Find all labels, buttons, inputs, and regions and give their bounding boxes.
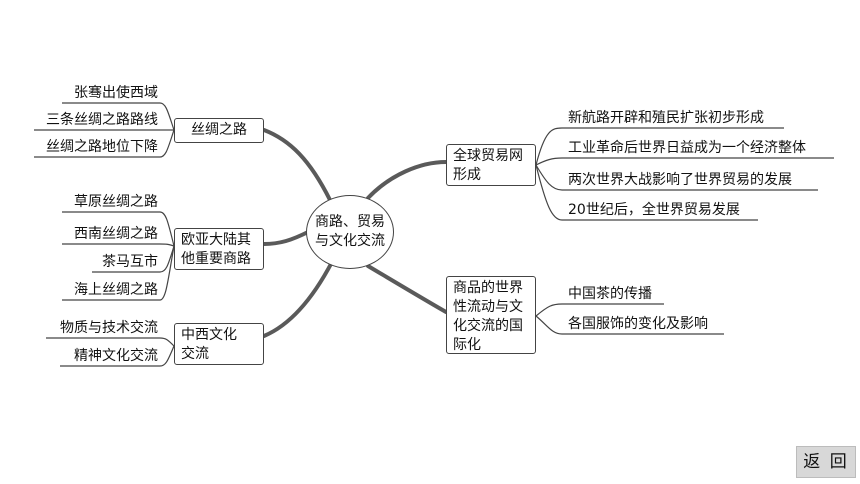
branch-node-cultural-exchange: 中西文化交流 [174,323,264,365]
branch-node-silk-road: 丝绸之路 [174,118,264,143]
leaf-tea-horse-trade: 茶马互市 [102,254,158,270]
branch-label-global-trade: 全球贸易网形成 [453,148,523,183]
branch-curve-other-routes [262,230,310,246]
branch-label-silk-road: 丝绸之路 [191,122,247,138]
leaf-clothing-changes: 各国服饰的变化及影响 [568,316,708,332]
branch-curve-cultural-exchange [262,260,334,338]
connectors-commodity-flow [535,303,724,335]
leaf-maritime-silk-road: 海上丝绸之路 [74,282,158,298]
leaf-steppe-silk-road: 草原丝绸之路 [74,194,158,210]
leaf-industrial-revolution: 工业革命后世界日益成为一个经济整体 [568,140,806,156]
branch-curve-silk-road [262,128,332,202]
leaf-southwest-silk-road: 西南丝绸之路 [74,226,158,242]
branch-curve-global-trade [366,160,448,200]
center-node: 商路、贸易与文化交流 [306,195,394,269]
branch-label-commodity-flow: 商品的世界性流动与文化交流的国际化 [453,280,523,353]
branch-node-global-trade: 全球贸易网形成 [446,144,536,186]
leaf-new-sea-routes: 新航路开辟和殖民扩张初步形成 [568,110,764,126]
leaf-zhang-qian: 张骞出使西域 [74,85,158,101]
branch-curve-commodity-flow [366,264,448,314]
leaf-chinese-tea: 中国茶的传播 [568,286,652,302]
connectors-other-routes [62,211,175,301]
leaf-three-silk-routes: 三条丝绸之路路线 [46,112,158,128]
leaf-silk-road-decline: 丝绸之路地位下降 [46,139,158,155]
leaf-material-tech-exchange: 物质与技术交流 [60,320,158,336]
leaf-spiritual-culture-exchange: 精神文化交流 [74,348,158,364]
branch-label-other-routes: 欧亚大陆其他重要商路 [181,232,251,267]
connectors-silk-road [34,102,175,158]
leaf-20th-century-trade: 20世纪后，全世界贸易发展 [568,202,740,218]
center-node-label: 商路、贸易与文化交流 [315,214,385,249]
connectors-cultural-exchange [46,337,175,367]
back-button[interactable]: 返 回 [796,446,856,478]
branch-label-cultural-exchange: 中西文化交流 [181,327,237,362]
branch-node-commodity-flow: 商品的世界性流动与文化交流的国际化 [446,276,536,354]
branch-node-other-routes: 欧亚大陆其他重要商路 [174,228,264,270]
leaf-world-wars: 两次世界大战影响了世界贸易的发展 [568,172,792,188]
connectors-global-trade [535,127,834,221]
